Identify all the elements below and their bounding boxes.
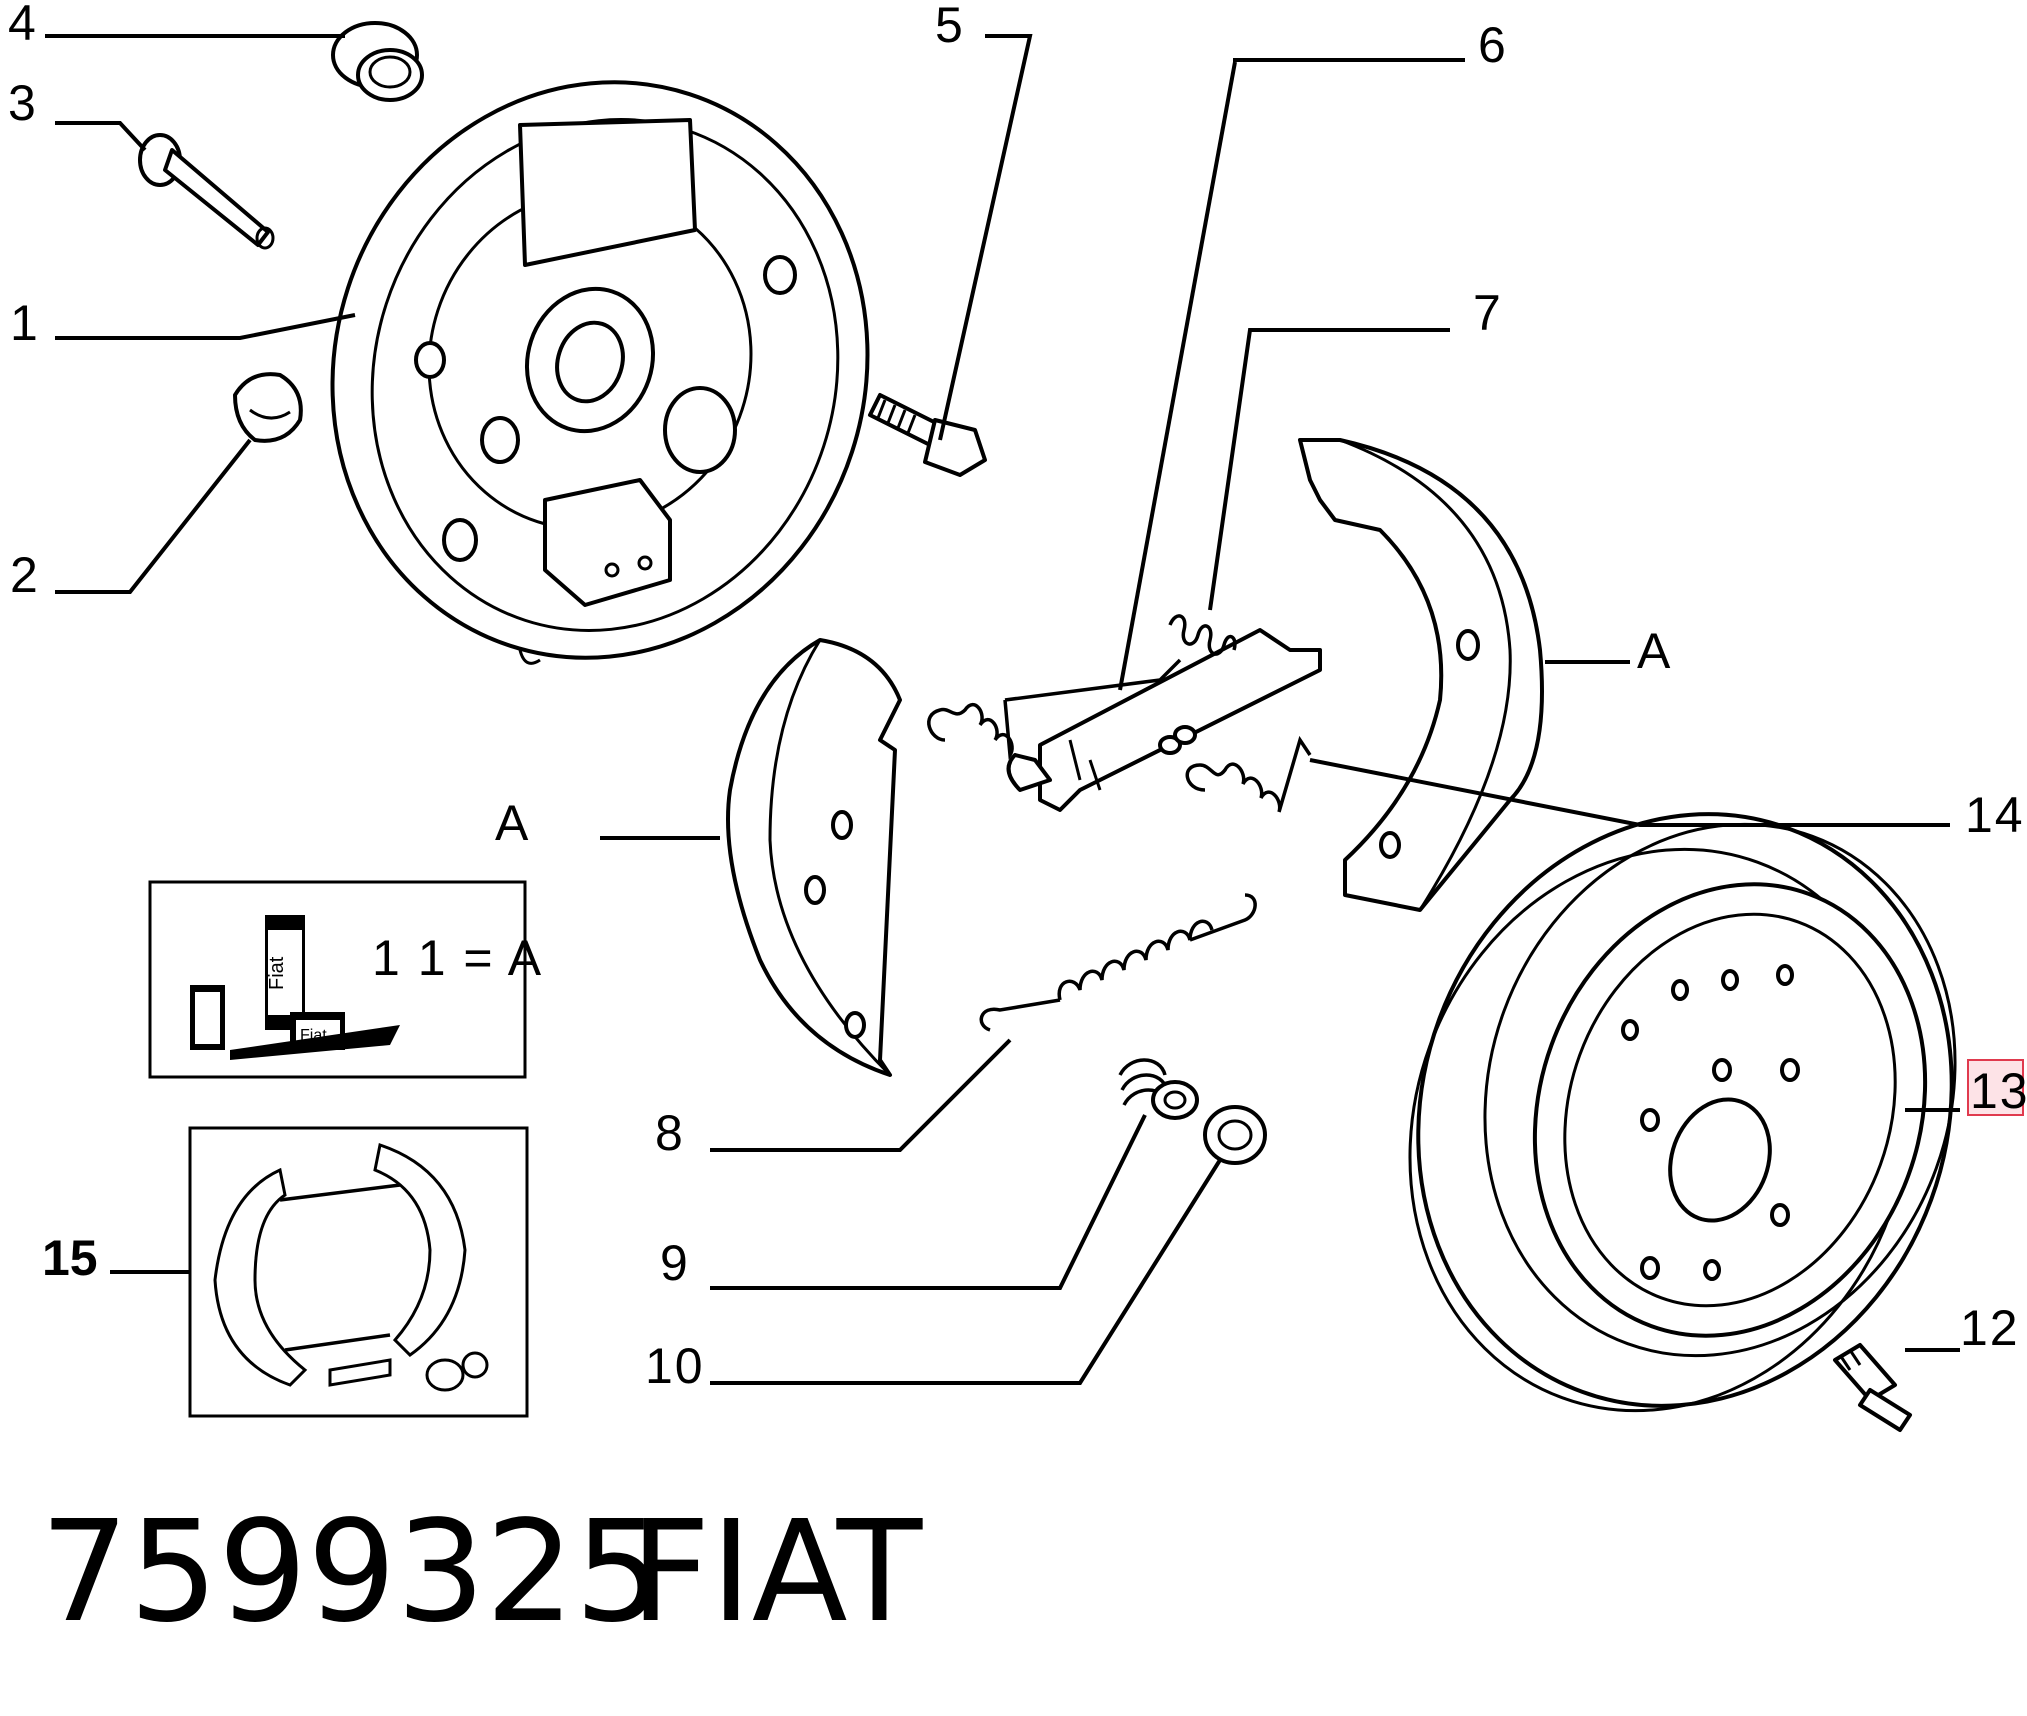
brake-shoe-left	[726, 638, 902, 1077]
callout-12: 12	[1960, 1300, 2020, 1356]
bolt-part-5	[868, 393, 987, 477]
adjuster-strut-part-6	[1006, 628, 1322, 812]
inset-complete-kit-box	[188, 1126, 529, 1418]
spring-part-9	[1118, 1058, 1199, 1120]
callout-13: 13	[1970, 1063, 2027, 1119]
spring-upper-left	[927, 699, 1014, 760]
callout-6: 6	[1478, 17, 1508, 73]
cap-part-2	[233, 372, 303, 443]
kit-bottle-text: Fiat	[266, 956, 288, 990]
wheel-stud-part-12	[1833, 1343, 1912, 1432]
brake-drum-part-13	[1408, 812, 1957, 1413]
inset-kit-box: Fiat Fiat 1 1 = A	[148, 880, 543, 1079]
leader-lines	[45, 34, 1960, 1385]
brand-name: FIAT	[630, 1491, 923, 1654]
callout-13-highlight: 13	[1967, 1059, 2027, 1119]
spring-part-8	[979, 893, 1257, 1032]
brake-shoe-right	[1298, 438, 1544, 912]
spring-part-7	[1004, 614, 1237, 702]
callout-a-left: A	[495, 795, 530, 851]
pin-part-3	[138, 133, 275, 250]
backing-plate-part-1	[330, 80, 870, 665]
callout-4: 4	[8, 0, 38, 51]
plug-part-4	[331, 21, 424, 102]
part-number: 7599325	[40, 1491, 664, 1654]
callout-5: 5	[935, 0, 965, 53]
spring-part-14	[1185, 735, 1312, 813]
cup-washer-part-10	[1203, 1105, 1267, 1165]
callout-8: 8	[655, 1105, 685, 1161]
callout-labels: 4 3 1 2 5 6 7 A A 14 13 12 8 9 10 15	[8, 0, 2027, 1394]
callout-7: 7	[1473, 285, 1503, 341]
callout-3: 3	[8, 75, 38, 131]
inset-kit-label: 1 1 = A	[372, 930, 543, 986]
callout-2: 2	[10, 547, 40, 603]
callout-14: 14	[1965, 787, 2025, 843]
callout-1: 1	[10, 295, 40, 351]
callout-10: 10	[645, 1338, 705, 1394]
callout-9: 9	[660, 1235, 690, 1291]
callout-15: 15	[42, 1230, 98, 1286]
callout-a-right: A	[1637, 623, 1672, 679]
footer: 7599325 FIAT	[40, 1491, 923, 1654]
